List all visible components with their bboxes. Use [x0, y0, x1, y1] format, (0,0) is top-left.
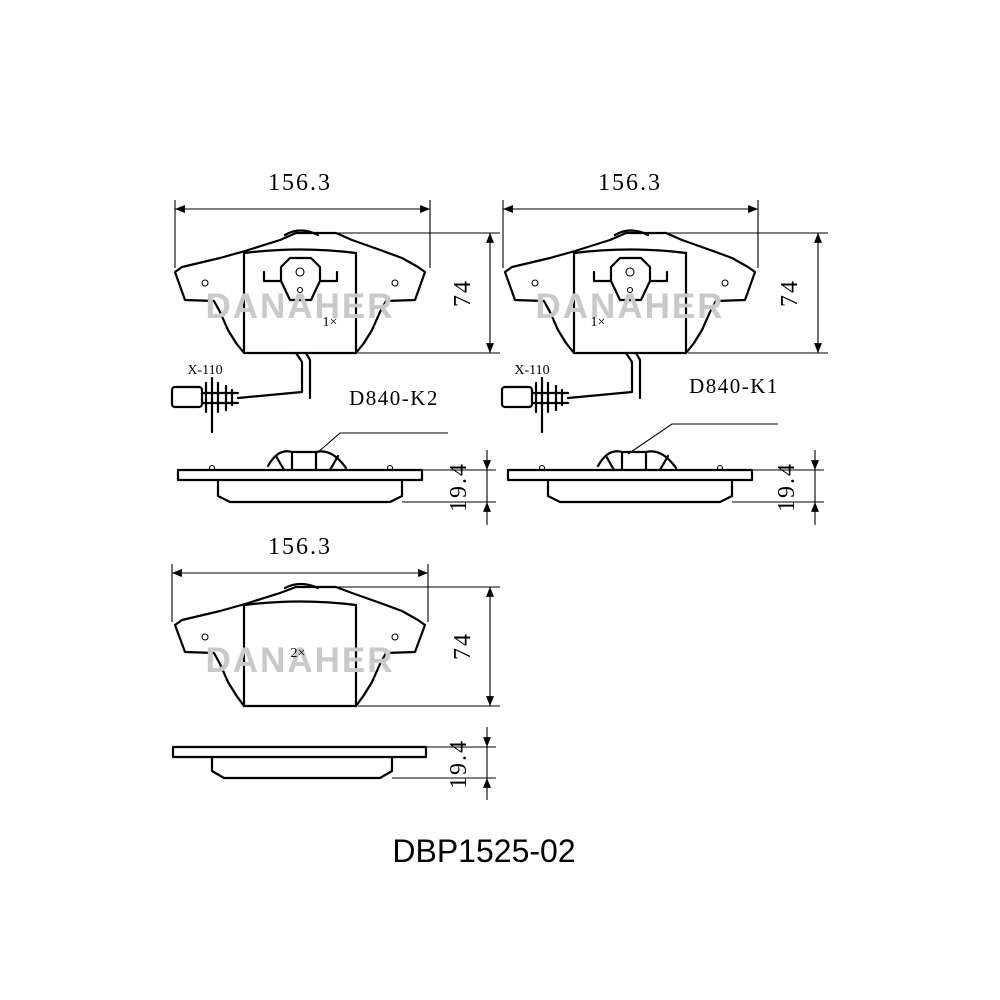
pad-plain-quantity-label: 2× [291, 646, 306, 661]
pad-plain-thickness-dimension: 19.4 [392, 727, 496, 800]
pad-k1-height-label: 74 [777, 279, 803, 307]
pad-k2-quantity-label: 1× [323, 315, 338, 330]
pad-k1-side-outline [506, 450, 754, 504]
pad-k1-code-label: D840-K1 [689, 374, 779, 398]
pad-view-plain: 156.3 74 DANAHER 2× 19.4 [171, 534, 500, 800]
pad-plain-side-outline [171, 745, 428, 780]
pad-plain-thickness-label: 19.4 [446, 739, 472, 789]
pad-k2-thickness-dimension: 19.4 [402, 450, 496, 525]
pad-view-k2: 156.3 74 DANAHER 1× X-110 D840-K2 19.4 [170, 170, 500, 525]
pad-k2-leader-line [315, 432, 448, 455]
pad-k2-code-label: D840-K2 [349, 386, 439, 410]
pad-k1-leader-line [627, 423, 778, 455]
pad-k2-thickness-label: 19.4 [446, 462, 472, 512]
pad-k1-width-dimension: 156.3 [502, 170, 759, 268]
pad-k2-sensor-label: X-110 [187, 363, 222, 378]
pad-k2-height-dimension: 74 [300, 232, 500, 354]
pad-k2-side-outline [176, 450, 424, 504]
pad-k1-thickness-dimension: 19.4 [732, 450, 824, 525]
pad-plain-width-dimension: 156.3 [171, 534, 429, 622]
part-number: DBP1525-02 [392, 833, 575, 869]
pad-k1-thickness-label: 19.4 [774, 462, 800, 512]
pad-plain-height-label: 74 [450, 632, 476, 660]
pad-k1-sensor-label: X-110 [514, 363, 549, 378]
pad-k1-quantity-label: 1× [591, 315, 606, 330]
pad-plain-watermark: DANAHER [206, 641, 395, 680]
pad-view-k1: 156.3 74 DANAHER 1× X-110 D840-K1 19.4 [500, 170, 828, 525]
pad-k1-width-label: 156.3 [598, 170, 662, 196]
pad-k1-watermark: DANAHER [536, 287, 725, 326]
pad-plain-height-dimension: 74 [300, 586, 500, 707]
pad-k2-watermark: DANAHER [206, 287, 395, 326]
pad-k2-width-label: 156.3 [268, 170, 332, 196]
pad-plain-width-label: 156.3 [268, 534, 332, 560]
pad-k2-height-label: 74 [450, 279, 476, 307]
pad-k1-front-outline [500, 229, 757, 434]
pad-k1-height-dimension: 74 [630, 232, 828, 354]
pad-k2-width-dimension: 156.3 [174, 170, 431, 268]
